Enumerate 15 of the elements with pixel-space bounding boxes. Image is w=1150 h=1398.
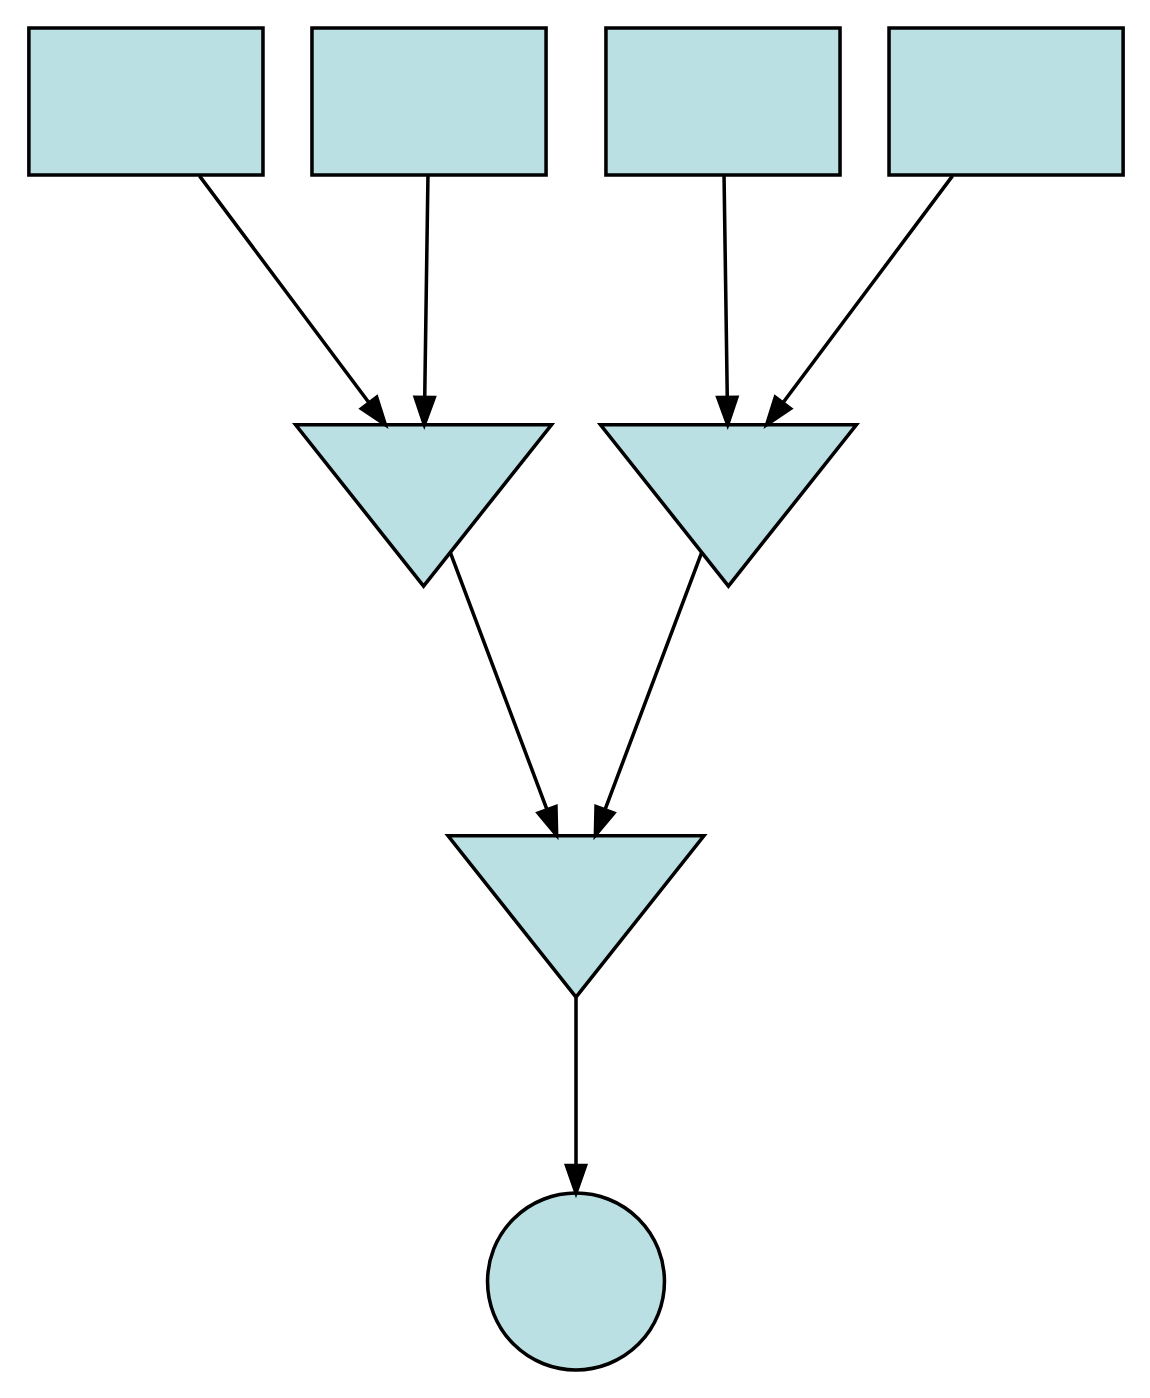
arrow: [562, 997, 588, 1199]
node-box: [309, 26, 547, 177]
arrow: [411, 175, 436, 431]
node-box: [603, 26, 841, 177]
node-circle: [484, 1191, 666, 1372]
node-box: [26, 26, 264, 177]
arrow: [762, 174, 953, 429]
node-triangle: [595, 423, 860, 589]
node-triangle: [290, 423, 555, 589]
arrow: [447, 552, 558, 841]
arrow: [714, 175, 739, 431]
arrow: [197, 174, 388, 429]
node-box: [886, 26, 1124, 177]
arrow: [592, 552, 703, 841]
node-triangle: [443, 834, 707, 1000]
